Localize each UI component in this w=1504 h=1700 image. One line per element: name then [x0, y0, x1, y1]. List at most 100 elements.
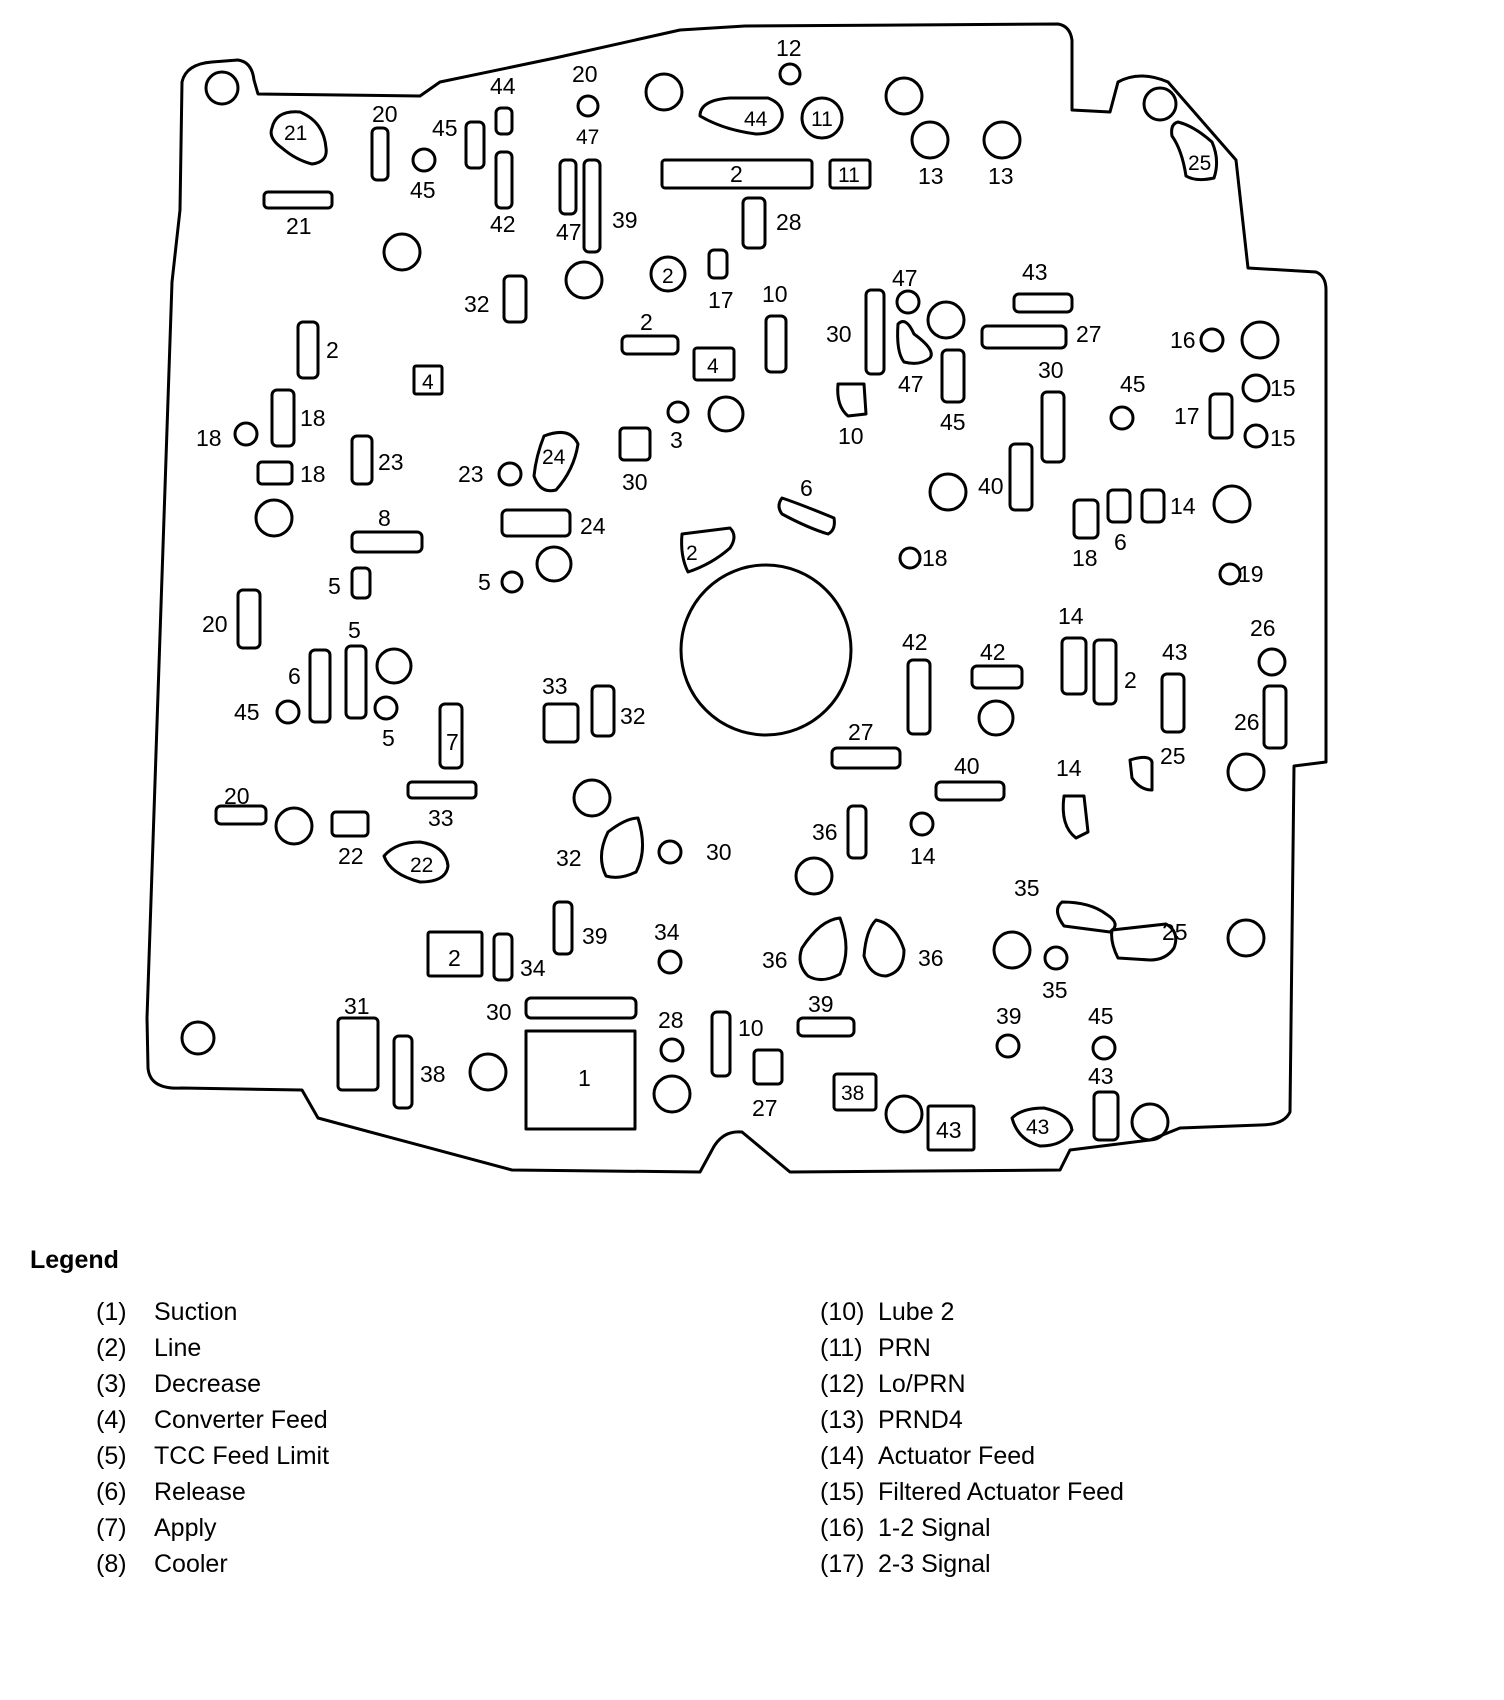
passage-number-label: 28 [658, 1007, 684, 1033]
port-hole [659, 1037, 685, 1063]
port-hole [926, 300, 966, 340]
port-slot [620, 334, 680, 356]
passage-number-label: 39 [612, 207, 638, 233]
port-slot [796, 1016, 856, 1038]
legend-item: (7)Apply [96, 1514, 217, 1542]
passage-number-label: 4 [422, 371, 434, 394]
passage-number-label: 19 [1238, 561, 1264, 587]
port-slot [350, 530, 424, 554]
legend-item: (11)PRN [820, 1334, 931, 1362]
port-slot [934, 780, 1006, 802]
passage-number-label: 43 [1026, 1116, 1049, 1139]
passage-number-label: 14 [1058, 603, 1084, 629]
port-hole [666, 400, 690, 424]
port-shape [896, 320, 933, 365]
passage-number-label: 43 [1162, 639, 1188, 665]
port-shape [1061, 794, 1090, 840]
passage-number-label: 16 [1170, 327, 1196, 353]
passage-number-label: 42 [980, 639, 1006, 665]
passage-number-label: 39 [582, 923, 608, 949]
port-hole [274, 806, 314, 846]
port-hole [992, 930, 1032, 970]
legend-item: (15)Filtered Actuator Feed [820, 1478, 1124, 1506]
port-hole [254, 498, 294, 538]
port-shape [836, 382, 868, 418]
port-slot [926, 1104, 976, 1152]
port-hole [373, 695, 399, 721]
passage-number-label: 34 [520, 955, 546, 981]
passage-number-label: 11 [838, 164, 860, 187]
passage-number-label: 26 [1234, 709, 1260, 735]
port-shape [600, 816, 644, 879]
legend-item: (17)2-3 Signal [820, 1550, 991, 1578]
passage-number-label: 17 [1174, 403, 1200, 429]
passage-number-label: 43 [1088, 1063, 1114, 1089]
port-hole [500, 570, 524, 594]
legend-item: (1)Suction [96, 1298, 238, 1326]
port-slot [494, 150, 514, 210]
port-hole [382, 232, 422, 272]
legend-item: (12)Lo/PRN [820, 1370, 966, 1398]
passage-number-label: 30 [622, 469, 648, 495]
port-hole [657, 949, 683, 975]
plate-outline [145, 22, 1328, 1174]
port-hole [657, 839, 683, 865]
port-slot [1208, 392, 1234, 440]
port-slot [764, 314, 788, 374]
port-shape [1170, 120, 1219, 182]
passage-number-label: 22 [410, 854, 433, 877]
port-shape [777, 496, 836, 536]
port-slot [582, 158, 602, 254]
port-hole [995, 1033, 1021, 1059]
legend-title: Legend [30, 1246, 119, 1274]
passage-number-label: 5 [328, 573, 341, 599]
passage-number-label: 25 [1188, 152, 1211, 175]
port-slot [464, 120, 486, 170]
passage-number-label: 33 [428, 805, 454, 831]
port-hole [1109, 405, 1135, 431]
port-slot [262, 190, 334, 210]
port-slot [344, 644, 368, 720]
port-hole [649, 255, 687, 293]
port-hole [800, 96, 844, 140]
passage-number-label: 26 [1250, 615, 1276, 641]
suction-bore [679, 563, 853, 737]
port-slot [1040, 390, 1066, 464]
passage-number-label: 33 [542, 673, 568, 699]
passage-number-label: 24 [580, 513, 606, 539]
port-hole [1243, 423, 1269, 449]
legend-item: (10)Lube 2 [820, 1298, 955, 1326]
passage-number-label: 12 [776, 35, 802, 61]
port-hole [576, 94, 600, 118]
port-slot [752, 1048, 784, 1086]
port-hole [468, 1052, 508, 1092]
passage-number-label: 47 [892, 265, 918, 291]
port-slot [832, 1072, 878, 1112]
passage-number-label: 21 [284, 122, 307, 145]
port-hole [1130, 1102, 1170, 1142]
port-slot [336, 1016, 380, 1092]
port-slot [660, 158, 814, 190]
port-hole [1226, 918, 1266, 958]
passage-number-label: 38 [420, 1061, 446, 1087]
legend-item: (5)TCC Feed Limit [96, 1442, 330, 1470]
passage-number-label: 6 [1114, 529, 1127, 555]
port-shape [698, 96, 784, 136]
passage-number-label: 45 [410, 177, 436, 203]
passage-number-label: 43 [936, 1117, 962, 1143]
passage-number-label: 40 [978, 473, 1004, 499]
passage-number-label: 10 [762, 281, 788, 307]
port-slot [906, 658, 932, 736]
port-slot [412, 364, 444, 396]
port-slot [308, 648, 332, 724]
passage-number-label: 39 [808, 991, 834, 1017]
diagram-callouts: 12 20 44 20 45 47 44 11 21 25 2 11 13 13… [196, 35, 1296, 1143]
passage-number-label: 18 [922, 545, 948, 571]
port-slot [1106, 488, 1132, 524]
port-slot [256, 460, 294, 486]
port-shape [269, 110, 328, 166]
passage-number-label: 18 [300, 405, 326, 431]
port-slot [1092, 1090, 1120, 1142]
suction-port [524, 1029, 637, 1131]
port-hole [535, 545, 573, 583]
